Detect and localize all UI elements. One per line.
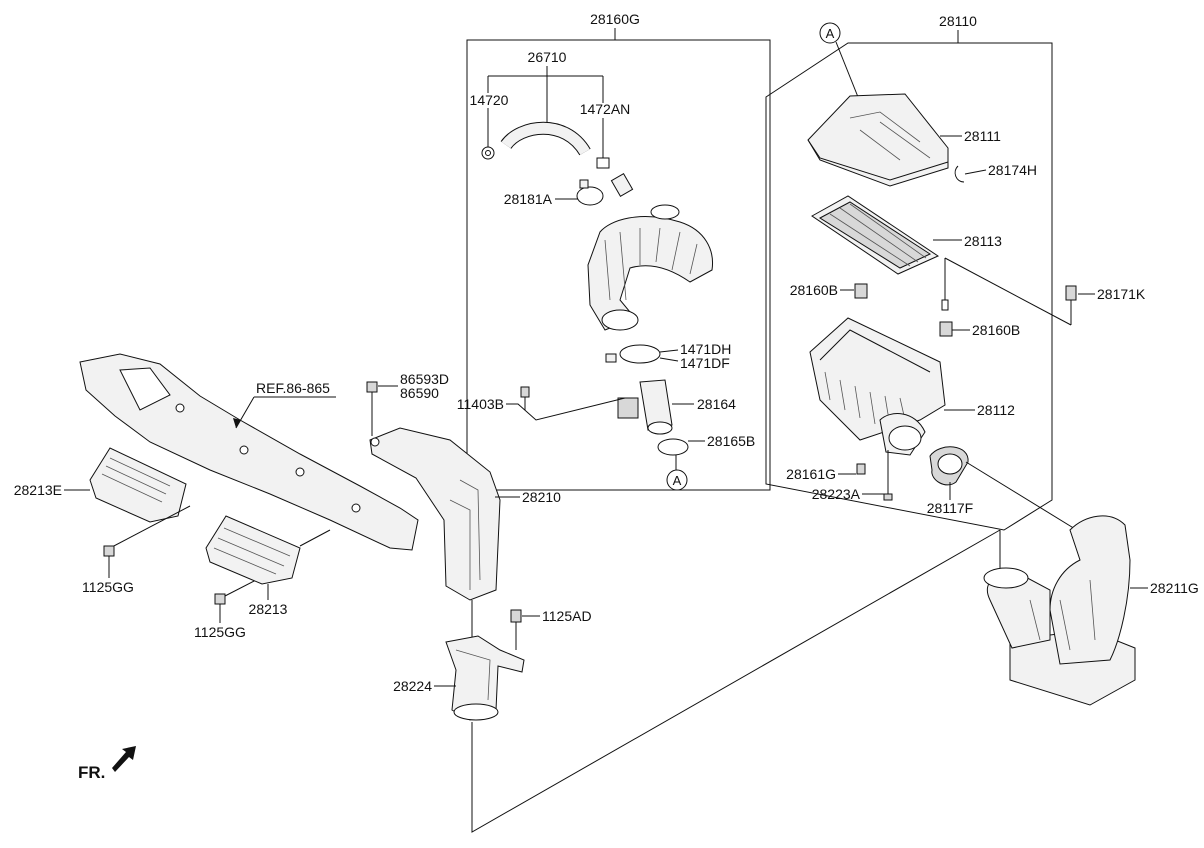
label-1472AN: 1472AN: [580, 101, 631, 117]
bolt-28171K: [1065, 285, 1077, 301]
grommet-28160B-top: [854, 283, 868, 299]
label-28164: 28164: [697, 396, 736, 412]
label-28113: 28113: [964, 233, 1002, 249]
clip-86593D: [366, 381, 378, 393]
o-ring-28165B: [657, 438, 689, 456]
label-86593D: 86593D: [400, 371, 449, 387]
air-duct-28210: [369, 427, 501, 601]
label-28223A: 28223A: [812, 486, 861, 502]
label-1125AD: 1125AD: [542, 608, 592, 624]
screw-28223A: [883, 493, 893, 501]
label-1125GG-lower: 1125GG: [194, 624, 246, 640]
front-direction-label: FR.: [78, 763, 105, 782]
reference-circle-a-top: [819, 22, 841, 44]
label-28213E: 28213E: [14, 482, 62, 498]
connector-1472AN: [596, 157, 610, 169]
intake-hose: [587, 204, 714, 331]
label-28111: 28111: [964, 128, 1001, 144]
hose-clamp-28181A: [576, 186, 604, 206]
bolt-1125GG-left: [103, 545, 115, 557]
reference-a-label: A: [826, 26, 835, 41]
label-28210: 28210: [522, 489, 561, 505]
label-28213: 28213: [249, 601, 288, 617]
label-28117F: 28117F: [927, 500, 973, 516]
label-1471DH: 1471DH: [680, 341, 731, 357]
label-26710: 26710: [528, 49, 567, 65]
arrow-down-left-icon: [112, 746, 136, 772]
air-filter-element-28113: [811, 195, 940, 275]
label-1471DF: 1471DF: [680, 355, 730, 371]
duct-cover-28213E: [89, 447, 187, 523]
label-28224: 28224: [393, 678, 432, 694]
gasket-28117F: [929, 446, 969, 486]
grommet-28160B-right: [939, 321, 953, 337]
hose-clamp-1471DH: [619, 344, 661, 364]
label-28160B-right: 28160B: [972, 322, 1020, 338]
label-28112: 28112: [977, 402, 1015, 418]
air-duct-28224: [445, 635, 525, 721]
connector-nipple: [610, 173, 634, 197]
label-28174H: 28174H: [988, 162, 1037, 178]
label-86590: 86590: [400, 385, 439, 401]
reference-a-label: A: [673, 473, 682, 488]
group-box-28160G: [466, 39, 771, 491]
bolt-1125GG-lower: [214, 593, 226, 605]
label-28160B-top: 28160B: [790, 282, 838, 298]
air-cleaner-body-28112: [809, 317, 946, 456]
label-28165B: 28165B: [707, 433, 755, 449]
clamp-14720: [481, 146, 495, 160]
resonator-duct-28211G: [983, 515, 1136, 706]
bolt-1125AD: [510, 609, 522, 623]
reference-circle-a-bottom: [666, 469, 688, 491]
label-28110: 28110: [939, 13, 977, 29]
clip-28174H: [954, 165, 965, 183]
label-ref-86-865: REF.86-865: [256, 380, 330, 396]
label-28181A: 28181A: [504, 191, 553, 207]
label-1125GG-left: 1125GG: [82, 579, 134, 595]
bolt-28161G: [856, 463, 866, 475]
label-28211G: 28211G: [1150, 580, 1199, 596]
label-14720: 14720: [470, 92, 509, 108]
group-box-28110: [765, 42, 1053, 531]
radiator-top-cover-ref: [79, 353, 419, 551]
label-28161G: 28161G: [786, 466, 836, 482]
label-28171K: 28171K: [1097, 286, 1146, 302]
air-cleaner-cover-28111: [807, 93, 949, 187]
duct-cover-28213: [205, 515, 301, 585]
label-11403B: 11403B: [457, 396, 504, 412]
label-28160G: 28160G: [590, 11, 640, 27]
air-flow-sensor-28164: [617, 379, 673, 435]
bolt-11403B: [520, 386, 530, 398]
